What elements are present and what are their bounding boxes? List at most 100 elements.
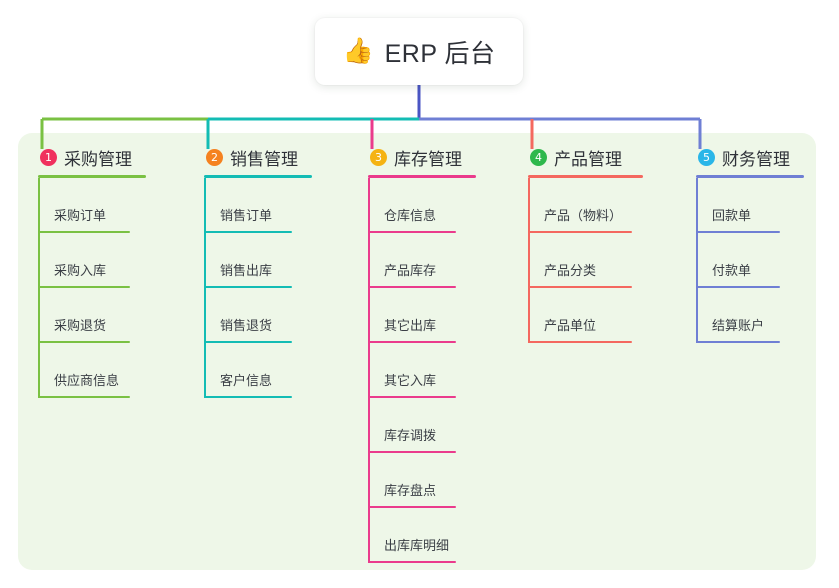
branch-number-badge: 5 [698,148,715,166]
branch-title: 产品管理 [554,149,622,169]
branch-item-label: 产品分类 [544,263,597,278]
branch-item-underline [368,561,456,563]
branch-spine [696,178,698,343]
branch-item-label: 产品（物料） [544,208,623,223]
branch-spine [38,178,40,398]
branch-item-label: 销售订单 [220,208,273,223]
branch-item-label: 采购退货 [54,318,107,333]
branch-number-badge: 2 [206,148,223,166]
branch-item-underline [204,396,292,398]
branch-item[interactable]: 其它入库 [368,343,476,398]
branch-item[interactable]: 产品单位 [528,288,643,343]
branch-item-label: 出库库明细 [384,538,450,553]
branch-title: 财务管理 [722,149,790,169]
branch-item-label: 销售退货 [220,318,273,333]
branch-header-2[interactable]: 2 销售管理 [204,145,312,169]
branch-item-underline [368,286,456,288]
branch-item-label: 库存盘点 [384,483,437,498]
branch-header-underline [38,175,146,178]
branch-item[interactable]: 回款单 [696,178,804,233]
branch-item-label: 产品单位 [544,318,597,333]
branch-item-underline [696,231,780,233]
branch-column-1: 1 采购管理采购订单采购入库采购退货供应商信息 [38,145,146,398]
branch-item-underline [38,231,130,233]
branch-item-label: 产品库存 [384,263,437,278]
branch-item[interactable]: 销售退货 [204,288,312,343]
branch-item-list: 销售订单销售出库销售退货客户信息 [204,178,312,398]
branch-item-underline [528,231,632,233]
branch-column-4: 4 产品管理产品（物料） 产品分类产品单位 [528,145,643,343]
branch-item[interactable]: 结算账户 [696,288,804,343]
branch-item-underline [38,286,130,288]
branch-item[interactable]: 客户信息 [204,343,312,398]
root-node[interactable]: 👍 ERP 后台 [315,18,523,85]
branch-item[interactable]: 产品库存 [368,233,476,288]
branch-header-4[interactable]: 4 产品管理 [528,145,643,169]
branch-header-1[interactable]: 1 采购管理 [38,145,146,169]
branch-item-underline [528,341,632,343]
branch-item[interactable]: 库存盘点 [368,453,476,508]
thumbs-up-icon: 👍 [342,37,374,65]
branch-item[interactable]: 产品（物料） [528,178,643,233]
branch-item-label: 供应商信息 [54,373,120,388]
diagram-background-panel [18,133,816,570]
branch-item-label: 库存调拨 [384,428,437,443]
branch-number-badge: 1 [40,148,57,166]
branch-item[interactable]: 仓库信息 [368,178,476,233]
branch-header-3[interactable]: 3 库存管理 [368,145,476,169]
branch-spine [368,178,370,563]
branch-header-underline [696,175,804,178]
branch-item-underline [368,506,456,508]
branch-item-underline [368,451,456,453]
branch-item[interactable]: 采购退货 [38,288,146,343]
branch-header-5[interactable]: 5 财务管理 [696,145,804,169]
branch-item-label: 销售出库 [220,263,273,278]
branch-item-underline [368,231,456,233]
branch-spine [204,178,206,398]
branch-column-3: 3 库存管理仓库信息产品库存其它出库其它入库库存调拨库存盘点出库库明细 [368,145,476,563]
branch-number-badge: 4 [530,148,547,166]
branch-item-label: 采购入库 [54,263,107,278]
branch-column-5: 5 财务管理回款单付款单结算账户 [696,145,804,343]
branch-item-underline [204,341,292,343]
branch-item-label: 采购订单 [54,208,107,223]
branch-title: 采购管理 [64,149,132,169]
branch-item-underline [528,286,632,288]
branch-number-badge: 3 [370,148,387,166]
branch-item-underline [368,396,456,398]
branch-column-2: 2 销售管理销售订单销售出库销售退货客户信息 [204,145,312,398]
branch-spine [528,178,530,343]
branch-item[interactable]: 付款单 [696,233,804,288]
branch-item-label: 其它入库 [384,373,437,388]
branch-item-label: 结算账户 [712,318,765,333]
branch-item[interactable]: 产品分类 [528,233,643,288]
branch-header-underline [528,175,643,178]
branch-item-label: 客户信息 [220,373,273,388]
branch-item-label: 其它出库 [384,318,437,333]
branch-item-underline [204,286,292,288]
branch-item-underline [368,341,456,343]
branch-item[interactable]: 库存调拨 [368,398,476,453]
branch-item-label: 付款单 [712,263,752,278]
branch-header-underline [204,175,312,178]
branch-item[interactable]: 销售出库 [204,233,312,288]
branch-item-underline [38,396,130,398]
branch-item[interactable]: 其它出库 [368,288,476,343]
branch-item[interactable]: 采购入库 [38,233,146,288]
branch-header-underline [368,175,476,178]
root-title: ERP 后台 [384,39,496,68]
branch-item-underline [38,341,130,343]
branch-item-list: 产品（物料） 产品分类产品单位 [528,178,643,343]
branch-item-list: 仓库信息产品库存其它出库其它入库库存调拨库存盘点出库库明细 [368,178,476,563]
branch-title: 库存管理 [394,149,462,169]
branch-item-underline [696,341,780,343]
branch-item-list: 采购订单采购入库采购退货供应商信息 [38,178,146,398]
branch-item[interactable]: 出库库明细 [368,508,476,563]
branch-title: 销售管理 [230,149,298,169]
branch-item[interactable]: 销售订单 [204,178,312,233]
branch-item[interactable]: 供应商信息 [38,343,146,398]
branch-item[interactable]: 采购订单 [38,178,146,233]
branch-item-label: 回款单 [712,208,752,223]
branch-item-underline [204,231,292,233]
